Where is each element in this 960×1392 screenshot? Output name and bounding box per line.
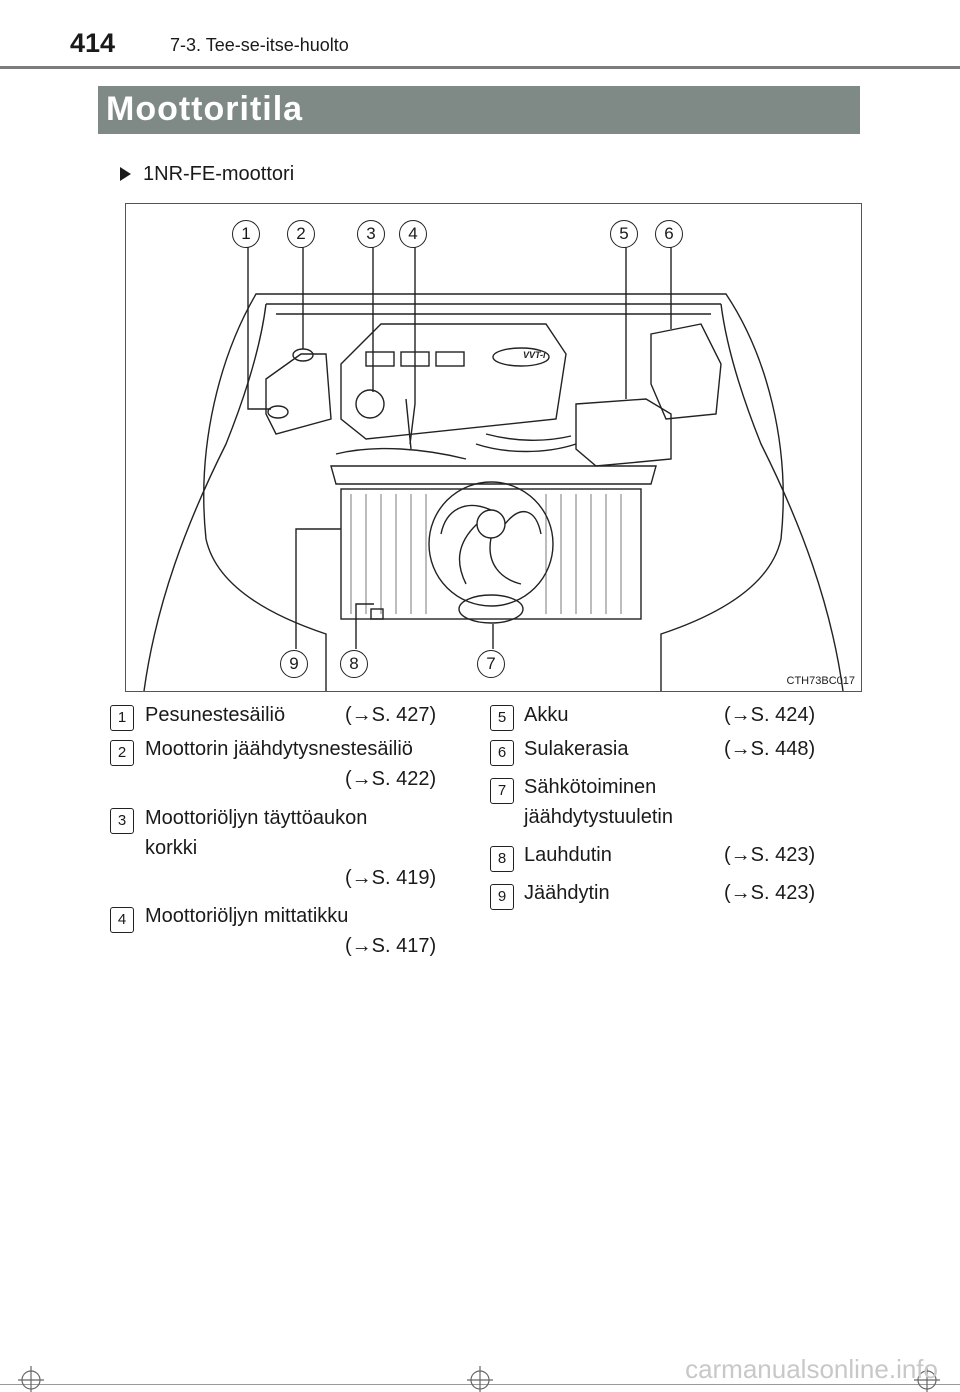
callout-4: 4 [399, 220, 427, 248]
cowl-line [266, 303, 721, 315]
section-title: Moottoritila [106, 90, 304, 128]
vvti-logo: VVT-i [523, 350, 546, 360]
leader-1 [247, 247, 271, 410]
washer-cap [267, 405, 289, 419]
legend-num-2: 2 [110, 740, 134, 766]
battery [575, 398, 672, 467]
legend-ref-9: (→S. 423) [724, 882, 816, 904]
legend-num-1: 1 [110, 705, 134, 731]
registration-mark-icon [914, 1366, 940, 1392]
oil-filler-cap [355, 389, 385, 419]
leader-8 [355, 603, 374, 649]
fender-left [205, 538, 327, 691]
vvti-logo-text: VVT-i [523, 350, 546, 360]
engine-cover-badge-3 [435, 351, 465, 367]
legend-num-9: 9 [490, 884, 514, 910]
registration-mark-icon [467, 1366, 493, 1392]
legend-name-6: Sulakerasia [524, 738, 629, 760]
legend-num-7: 7 [490, 778, 514, 804]
legend-name-8: Lauhdutin [524, 844, 612, 866]
engine-drawing [143, 247, 844, 691]
legend-ref-6: (→S. 448) [724, 738, 816, 760]
callout-5: 5 [610, 220, 638, 248]
subheading-text: 1NR-FE-moottori [143, 163, 295, 185]
radiator-support [330, 465, 657, 485]
leader-9 [295, 528, 341, 649]
legend-ref-1: (→S. 427) [345, 704, 437, 726]
legend-ref-3: (→S. 419) [345, 867, 437, 889]
legend-name-9: Jäähdytin [524, 882, 610, 904]
legend-num-8: 8 [490, 846, 514, 872]
legend-ref-5: (→S. 424) [724, 704, 816, 726]
legend-name-3: Moottoriöljyn täyttöaukon korkki [145, 807, 368, 859]
radiator [340, 488, 642, 620]
fuse-box [650, 323, 722, 420]
fan-shroud [428, 481, 554, 607]
chapter-title: 7-3. Tee-se-itse-huolto [170, 35, 349, 55]
callout-3: 3 [357, 220, 385, 248]
callout-1: 1 [232, 220, 260, 248]
subheading: 1NR-FE-moottori [120, 163, 294, 186]
callout-6: 6 [655, 220, 683, 248]
body-right-contour [720, 303, 844, 691]
page-number: 414 [70, 28, 116, 58]
legend-ref-8: (→S. 423) [724, 844, 816, 866]
radiator-fins [350, 494, 622, 614]
fan-hub [476, 509, 506, 539]
legend-name-5: Akku [524, 704, 569, 726]
legend-name-7: Sähkötoiminen jäähdytystuuletin [524, 776, 673, 828]
legend-num-3: 3 [110, 808, 134, 834]
fan-base [458, 594, 524, 624]
callout-2: 2 [287, 220, 315, 248]
coolant-cap [292, 348, 314, 362]
leader-4 [409, 247, 416, 445]
condenser-fitting [370, 608, 384, 620]
fan-blades [440, 505, 542, 585]
figure-code: CTH73BC017 [786, 675, 855, 687]
legend-ref-4: (→S. 417) [345, 935, 437, 957]
triangle-bullet-icon [120, 167, 131, 181]
callout-7: 7 [477, 650, 505, 678]
legend-num-4: 4 [110, 907, 134, 933]
legend-ref-2: (→S. 422) [345, 768, 437, 790]
header-rule [0, 66, 960, 69]
fender-right [660, 538, 782, 691]
hood-outline [203, 293, 784, 540]
callout-9: 9 [280, 650, 308, 678]
legend-name-1: Pesunestesäiliö [145, 704, 286, 726]
legend-num-5: 5 [490, 705, 514, 731]
engine-cover-badge-1 [365, 351, 395, 367]
washer-tank [265, 353, 332, 435]
registration-mark-icon [18, 1366, 44, 1392]
upper-hose [335, 447, 467, 460]
callout-8: 8 [340, 650, 368, 678]
engine-illustration: 1 2 3 4 5 6 9 8 7 VVT-i CTH73BC017 [125, 203, 862, 692]
intake-hose [475, 433, 577, 453]
watermark[interactable]: carmanualsonline.info [685, 1354, 938, 1384]
section-band [98, 86, 860, 134]
engine-cover [340, 323, 567, 440]
legend-num-6: 6 [490, 740, 514, 766]
vvti-logo-shape [492, 347, 550, 367]
legend-name-4: Moottoriöljyn mittatikku [145, 905, 349, 927]
legend-name-2: Moottorin jäähdytysnestesäiliö [145, 738, 413, 760]
body-left-contour [143, 303, 267, 691]
